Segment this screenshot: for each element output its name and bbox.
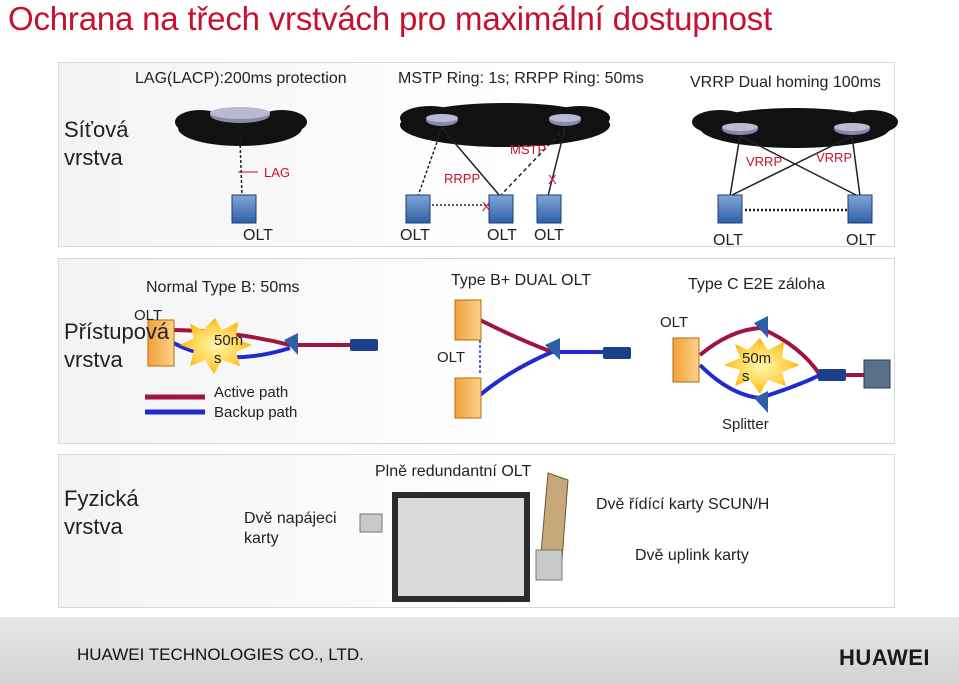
olt-label: OLT bbox=[437, 349, 466, 366]
access-layer-label: Přístupová vrstva bbox=[64, 319, 170, 372]
lag-heading: LAG(LACP):200ms protection bbox=[135, 70, 347, 87]
power-card-icon bbox=[359, 513, 383, 533]
ont-icons bbox=[350, 339, 846, 381]
olt-label: OLT bbox=[134, 307, 163, 324]
vrrp-label-2: VRRP bbox=[816, 150, 853, 165]
network-layer-label: Síťová vrstva bbox=[64, 117, 129, 170]
burst-label: 50m s bbox=[214, 332, 244, 367]
olt-icons-access bbox=[147, 299, 700, 419]
backup-path-label: Backup path bbox=[214, 404, 298, 421]
footer-bar bbox=[0, 617, 959, 684]
company-name: HUAWEI TECHNOLOGIES CO., LTD. bbox=[77, 645, 364, 664]
olt-label: OLT bbox=[660, 314, 689, 331]
cloud-vrrp bbox=[692, 108, 898, 148]
olt-label: OLT bbox=[713, 232, 743, 249]
olt-label: OLT bbox=[243, 227, 273, 244]
splitter-icons bbox=[284, 316, 768, 413]
ring-heading: MSTP Ring: 1s; RRPP Ring: 50ms bbox=[398, 70, 644, 87]
cloud-lag bbox=[175, 107, 307, 146]
lag-label: LAG bbox=[264, 165, 291, 180]
vrrp-heading: VRRP Dual homing 100ms bbox=[690, 74, 881, 91]
router-icon bbox=[863, 359, 891, 389]
legend-lines bbox=[145, 394, 205, 415]
physical-layer-label: Fyzická vrstva bbox=[64, 486, 139, 539]
olt-label: OLT bbox=[400, 227, 430, 244]
olt-icons-network bbox=[231, 194, 873, 224]
burst-type-b bbox=[180, 318, 252, 374]
power-cards-label: Dvě napájeci karty bbox=[244, 510, 337, 547]
uplink-card-icon bbox=[535, 549, 563, 581]
olt-label: OLT bbox=[534, 227, 564, 244]
type-b-plus-paths bbox=[478, 318, 605, 397]
control-card-icon bbox=[540, 472, 569, 561]
burst-type-c bbox=[724, 338, 800, 394]
rrpp-label: RRPP bbox=[444, 171, 481, 186]
type-b-label: Normal Type B: 50ms bbox=[146, 279, 300, 296]
mstp-label: MSTP bbox=[510, 142, 547, 157]
burst-label: 50m s bbox=[742, 350, 772, 385]
control-cards-label: Dvě řídící karty SCUN/H bbox=[596, 496, 770, 513]
olt-label: OLT bbox=[487, 227, 517, 244]
splitter-label: Splitter bbox=[722, 416, 769, 433]
cloud-ring bbox=[400, 103, 610, 147]
block-mark-2: X bbox=[482, 199, 491, 214]
network-layer-panel bbox=[58, 62, 895, 247]
active-path-label: Active path bbox=[214, 384, 289, 401]
olt-chassis bbox=[392, 492, 530, 602]
uplink-cards-label: Dvě uplink karty bbox=[635, 547, 749, 564]
vrrp-label-1: VRRP bbox=[746, 154, 783, 169]
block-mark-1: X bbox=[548, 172, 557, 187]
type-c-label: Type C E2E záloha bbox=[688, 276, 825, 293]
redundant-olt-label: Plně redundantní OLT bbox=[375, 463, 532, 480]
network-links bbox=[239, 127, 861, 212]
slide-title: Ochrana na třech vrstvách pro maximální … bbox=[8, 0, 773, 37]
brand-wordmark: HUAWEI bbox=[839, 645, 930, 670]
type-b-plus-label: Type B+ DUAL OLT bbox=[451, 272, 592, 289]
olt-label: OLT bbox=[846, 232, 876, 249]
